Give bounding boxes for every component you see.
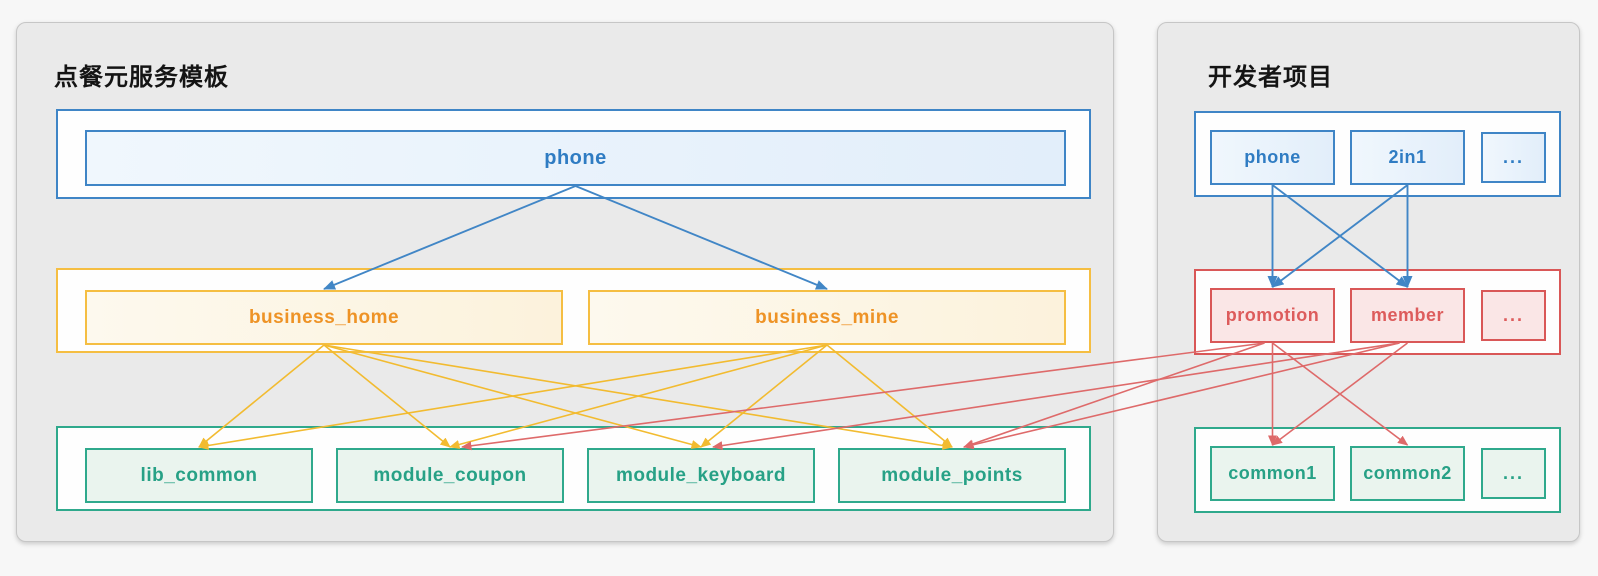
node-module-ellipsis: ... xyxy=(1481,448,1546,499)
developer-module-tier: common1 common2 ... xyxy=(1194,427,1561,513)
developer-business-tier: promotion member ... xyxy=(1194,269,1561,355)
template-module-tier: lib_common module_coupon module_keyboard… xyxy=(56,426,1091,511)
node-template-phone: phone xyxy=(85,130,1066,186)
node-business-ellipsis: ... xyxy=(1481,290,1546,341)
node-member: member xyxy=(1350,288,1465,343)
node-module-coupon: module_coupon xyxy=(336,448,564,503)
node-dev-phone: phone xyxy=(1210,130,1335,185)
node-promotion: promotion xyxy=(1210,288,1335,343)
node-business-home: business_home xyxy=(85,290,563,345)
node-dev-entry-ellipsis: ... xyxy=(1481,132,1546,183)
panel-template: 点餐元服务模板 phone business_home business_min… xyxy=(16,22,1114,542)
node-business-mine: business_mine xyxy=(588,290,1066,345)
node-common2: common2 xyxy=(1350,446,1465,501)
panel-template-title: 点餐元服务模板 xyxy=(54,64,229,91)
template-business-tier: business_home business_mine xyxy=(56,268,1091,353)
node-common1: common1 xyxy=(1210,446,1335,501)
developer-entry-tier: phone 2in1 ... xyxy=(1194,111,1561,197)
node-dev-2in1: 2in1 xyxy=(1350,130,1465,185)
node-module-points: module_points xyxy=(838,448,1066,503)
node-module-keyboard: module_keyboard xyxy=(587,448,815,503)
node-lib-common: lib_common xyxy=(85,448,313,503)
template-entry-tier: phone xyxy=(56,109,1091,199)
panel-developer-project: 开发者项目 phone 2in1 ... promotion member ..… xyxy=(1157,22,1580,542)
panel-developer-title: 开发者项目 xyxy=(1208,64,1333,91)
